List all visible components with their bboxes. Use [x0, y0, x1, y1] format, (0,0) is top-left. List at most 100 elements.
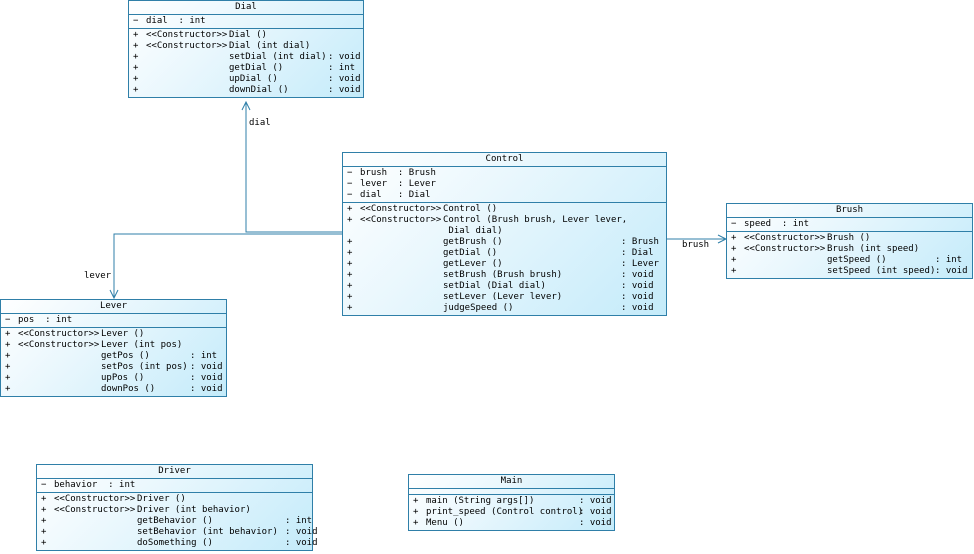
class-driver[interactable]: Driver−behavior : int +<<Constructor>>Dri… — [36, 464, 318, 551]
visibility-marker: + — [347, 248, 353, 258]
class-lever[interactable]: Lever−pos : int+<<Constructor>>Lever ()+… — [0, 299, 227, 397]
attribute-text: lever : Lever — [360, 179, 436, 189]
attributes-section: −behavior : int — [37, 479, 312, 493]
attribute-text: pos : int — [18, 315, 73, 325]
operation-row: +upDial (): void — [133, 74, 361, 85]
attribute-row: −behavior : int — [41, 480, 308, 491]
operations-section: +<<Constructor>>Driver ()+<<Constructor>… — [37, 493, 318, 550]
return-type: : void — [621, 292, 654, 302]
operation-row: +print_speed (Control control): void — [413, 507, 612, 518]
return-type: : void — [579, 507, 612, 517]
visibility-marker: + — [5, 362, 11, 372]
attribute-row: −pos : int — [5, 315, 222, 326]
attributes-section: −pos : int — [1, 314, 226, 328]
return-type: : void — [935, 266, 968, 276]
visibility-marker: + — [133, 52, 139, 62]
class-control[interactable]: Control−brush : Brush−lever : Lever−dial… — [342, 152, 667, 316]
return-type: : void — [285, 538, 318, 548]
class-brush[interactable]: Brush−speed : int+<<Constructor>>Brush (… — [726, 203, 973, 279]
operation-row: +getBehavior (): int — [41, 516, 312, 527]
operation-row: +<<Constructor>>Lever (int pos) — [5, 340, 222, 351]
operation-row: +getSpeed (): int — [731, 255, 968, 266]
operation-signature: setDial (int dial) — [229, 52, 327, 62]
return-type: : Brush — [621, 237, 659, 247]
operation-row: +getPos (): int — [5, 351, 222, 362]
operation-signature: setDial (Dial dial) — [443, 281, 546, 291]
return-type: : Dial — [621, 248, 654, 258]
operation-signature: main (String args[]) — [426, 496, 535, 506]
operation-signature: judgeSpeed () — [443, 303, 514, 313]
class-main[interactable]: Main+main (String args[]): void+print_sp… — [408, 474, 615, 531]
operation-row: +setBehavior (int behavior): void — [41, 527, 318, 538]
visibility-marker: − — [731, 219, 737, 229]
visibility-marker: + — [413, 507, 419, 517]
operation-row: + setDial (int dial): void — [133, 52, 361, 63]
operation-signature: getLever () — [443, 259, 503, 269]
stereotype: <<Constructor>> — [146, 41, 228, 51]
operation-row: +upPos (): void — [5, 373, 223, 384]
operation-signature: downPos () — [101, 384, 156, 394]
operation-row: +<<Constructor>>Control () — [347, 204, 662, 215]
visibility-marker: + — [731, 255, 737, 265]
stereotype: <<Constructor>> — [146, 30, 228, 40]
stereotype: <<Constructor>> — [18, 340, 100, 350]
return-type: : void — [328, 85, 361, 95]
visibility-marker: + — [5, 329, 11, 339]
association-label-lever: lever — [84, 271, 112, 281]
operation-row: +setBrush (Brush brush): void — [347, 270, 662, 281]
return-type: : void — [579, 518, 612, 528]
operation-signature: Control () — [443, 204, 498, 214]
return-type: : Lever — [621, 259, 659, 269]
arrowhead-lever — [109, 289, 119, 300]
visibility-marker: + — [5, 384, 11, 394]
operations-section: +<<Constructor>>Dial ()+<<Constructor>>D… — [129, 29, 363, 97]
visibility-marker: + — [41, 505, 47, 515]
attribute-row: −lever : Lever — [347, 179, 662, 190]
operation-signature: Lever (int pos) — [101, 340, 183, 350]
visibility-marker: + — [41, 494, 47, 504]
operation-row: +getBrush (): Brush — [347, 237, 662, 248]
operation-row: +main (String args[]): void — [413, 496, 612, 507]
operation-signature: getSpeed () — [827, 255, 887, 265]
visibility-marker: + — [133, 85, 139, 95]
visibility-marker: − — [347, 168, 353, 178]
return-type: : void — [285, 527, 318, 537]
operation-signature: getPos () — [101, 351, 150, 361]
visibility-marker: + — [731, 244, 737, 254]
operation-row: +judgeSpeed (): void — [347, 303, 662, 314]
visibility-marker: + — [731, 266, 737, 276]
operation-signature: getBehavior () — [137, 516, 213, 526]
operation-signature: Brush () — [827, 233, 871, 243]
operation-row: +downPos (): void — [5, 384, 223, 395]
return-type: : int — [328, 63, 356, 73]
visibility-marker: + — [731, 233, 737, 243]
operation-row: +<<Constructor>>Lever () — [5, 329, 222, 340]
visibility-marker: + — [133, 63, 139, 73]
operation-signature: setLever (Lever lever) — [443, 292, 563, 302]
class-name: Dial — [129, 1, 363, 15]
return-type: : void — [190, 373, 223, 383]
visibility-marker: + — [347, 281, 353, 291]
visibility-marker: + — [347, 237, 353, 247]
attribute-row: −speed : int — [731, 219, 968, 230]
return-type: : void — [621, 281, 654, 291]
visibility-marker: + — [5, 351, 11, 361]
class-name: Driver — [37, 465, 312, 479]
visibility-marker: + — [5, 373, 11, 383]
attribute-text: dial : int — [146, 16, 206, 26]
return-type: : void — [328, 52, 361, 62]
return-type: : void — [190, 362, 223, 372]
class-dial[interactable]: Dial−dial : int+<<Constructor>>Dial ()+<… — [128, 0, 364, 98]
attributes-section — [409, 489, 614, 495]
stereotype: <<Constructor>> — [744, 244, 826, 254]
operations-section: +<<Constructor>>Lever ()+<<Constructor>>… — [1, 328, 226, 396]
visibility-marker: − — [347, 190, 353, 200]
return-type: : int — [285, 516, 313, 526]
operation-row: +getDial (): Dial — [347, 248, 662, 259]
attributes-section: −dial : int — [129, 15, 363, 29]
attribute-row: −dial : Dial — [347, 190, 662, 201]
operation-signature: Dial dial) — [443, 226, 503, 236]
class-name: Lever — [1, 300, 226, 314]
arrowhead-dial — [241, 100, 251, 111]
visibility-marker: + — [347, 292, 353, 302]
